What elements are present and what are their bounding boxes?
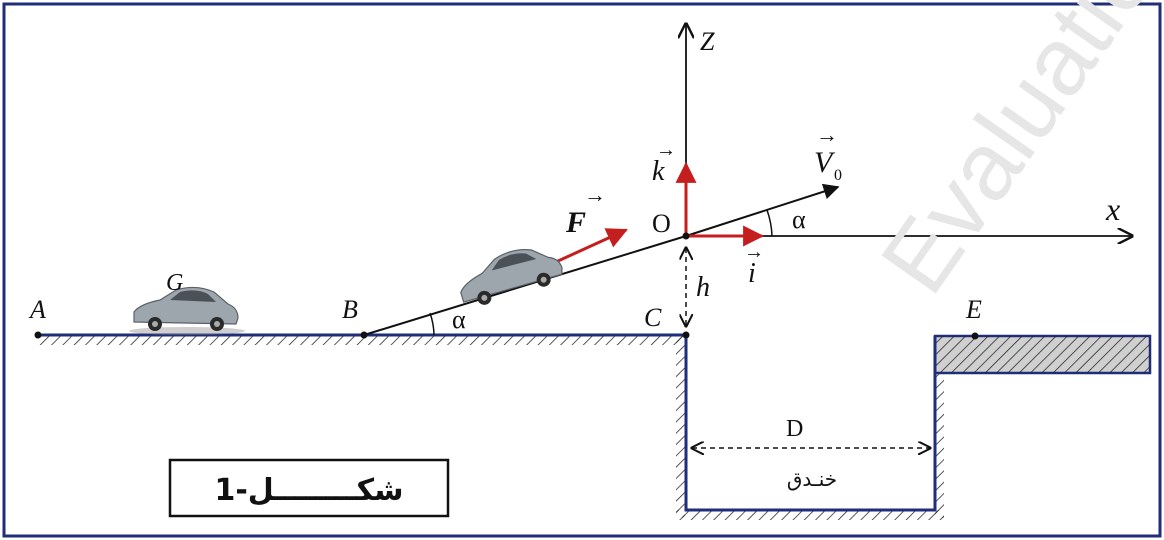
z-axis-label: Z [700,27,715,56]
point-g-label: G [166,270,183,296]
car-ground [129,286,245,335]
caption-box [168,458,450,518]
figure-caption: شكــــــــل-1 [214,473,403,508]
ditch-hatch-right-wall [935,372,944,518]
angle-arc-b [429,312,435,336]
origin-point [682,232,690,240]
point-a-dot [34,331,42,339]
f-vector-label: F [565,206,586,239]
ground-hatch-left [36,336,686,345]
v0-vector-label: V [814,146,836,179]
v0-arrow-glyph: → [816,122,838,147]
v0-subscript: 0 [834,167,842,184]
ditch-label: خنـدق [787,467,837,491]
k-vector-label: k [652,156,665,187]
point-e-dot [971,332,979,340]
platform-E-hatch [935,336,1150,373]
ground-profile [36,333,937,512]
point-c-label: C [644,303,662,332]
i-vector-label: i [748,258,756,289]
ditch-hatch-bottom [676,510,944,520]
ramp-line [363,235,687,336]
angle-alpha-o: α [792,205,806,234]
i-arrow-glyph: → [744,241,764,263]
ditch-hatch-left-wall [676,336,685,518]
angle-arc-o [766,209,773,237]
k-arrow-glyph: → [656,139,676,161]
point-b-label: B [342,295,358,324]
d-label: D [786,416,803,442]
point-o-label: O [652,209,671,238]
point-c-dot [682,331,690,339]
point-a-label: A [28,295,46,324]
v0-vector [685,183,840,237]
f-arrow-glyph: → [584,182,606,207]
h-label: h [696,272,710,303]
angle-alpha-b: α [452,305,466,334]
point-e-label: E [965,295,982,324]
car-ramp [460,249,563,305]
point-b-dot [360,331,368,339]
x-axis-label: x [1105,191,1120,227]
